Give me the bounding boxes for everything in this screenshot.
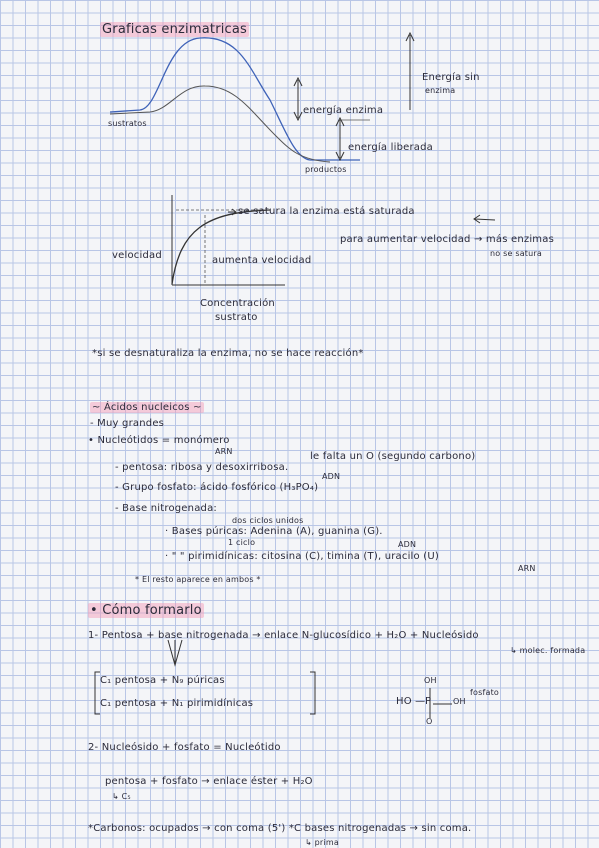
- arrow-down: [167, 639, 183, 667]
- box-line-puricas: C₁ pentosa + N₉ púricas: [100, 675, 225, 686]
- label-adn-1: ADN: [322, 472, 341, 481]
- saturation-curve: [171, 209, 271, 285]
- ester-equation: pentosa + fosfato → enlace éster + H₂O: [105, 776, 313, 787]
- phosphate-oh-top: OH: [424, 676, 437, 685]
- note-resto: * El resto aparece en ambos *: [135, 575, 261, 584]
- label-concentracion: Concentración: [200, 298, 275, 309]
- curve-with-enzyme: [109, 85, 331, 163]
- label-enzima: enzima: [425, 86, 456, 95]
- label-energia-sin: Energía sin: [422, 72, 480, 83]
- label-energia-enzima: energía enzima: [303, 105, 384, 116]
- graph1-title: Graficas enzimatricas: [100, 22, 250, 37]
- label-para-aumentar: para aumentar velocidad → más enzimas: [340, 234, 554, 245]
- curve-without-enzyme: [109, 37, 360, 161]
- label-molec-formada: ↳ molec. formada: [510, 646, 586, 655]
- phosphate-o: O: [426, 717, 433, 726]
- note-desnaturaliza: *si se desnaturaliza la enzima, no se ha…: [92, 348, 364, 359]
- right-bracket: [310, 671, 316, 715]
- label-no-se-satura: no se satura: [490, 249, 543, 258]
- label-fosfato: fosfato: [470, 688, 500, 697]
- label-productos: productos: [305, 165, 347, 174]
- line-nucleotidos: • Nucleótidos = monómero: [88, 435, 230, 446]
- step2-equation: 2- Nucleósido + fosfato = Nucleótido: [88, 742, 281, 753]
- line-muy-grandes: - Muy grandes: [90, 418, 165, 429]
- step1-equation: 1- Pentosa + base nitrogenada → enlace N…: [88, 630, 479, 641]
- line-falta-o: le falta un O (segundo carbono): [310, 451, 476, 462]
- section-title-acidos: ~ Ácidos nucleicos ~: [90, 402, 204, 413]
- footer-note: *Carbonos: ocupados → con coma (5') *C b…: [88, 823, 472, 834]
- line-grupo-fosfato: - Grupo fosfato: ácido fosfórico (H₃PO₄): [115, 482, 319, 493]
- line-bases-puricas: · Bases púricas: Adenina (A), guanina (G…: [165, 526, 383, 537]
- box-line-pirimidinicas: C₁ pentosa + N₁ pirimidínicas: [100, 698, 254, 709]
- label-sustratos: sustratos: [108, 119, 147, 128]
- label-arn-2: ARN: [518, 564, 536, 573]
- label-energia-liberada: energía liberada: [348, 142, 433, 153]
- phosphate-oh-right: OH: [453, 697, 466, 706]
- label-un-ciclo: 1 ciclo: [228, 538, 256, 547]
- label-c5: ↳ C₅: [112, 792, 131, 801]
- label-arn-1: ARN: [215, 447, 233, 456]
- line-base-nitrogenada: - Base nitrogenada:: [115, 503, 217, 514]
- label-saturada: se satura la enzima está saturada: [238, 206, 415, 217]
- phosphate-p: P: [425, 696, 432, 707]
- label-dos-ciclos: dos ciclos unidos: [232, 516, 304, 525]
- phosphate-ho: HO —: [396, 696, 426, 707]
- label-aumenta: aumenta velocidad: [212, 255, 312, 266]
- label-adn-2: ADN: [398, 540, 417, 549]
- line-pentosa: - pentosa: ribosa y desoxirribosa.: [115, 462, 289, 473]
- left-bracket: [94, 671, 100, 715]
- label-sustrato: sustrato: [215, 312, 258, 323]
- label-prima: ↳ prima: [305, 838, 339, 847]
- line-pirimidinicas: · " " pirimidínicas: citosina (C), timin…: [165, 551, 439, 562]
- label-velocidad: velocidad: [112, 250, 162, 261]
- section-title-formarlo: • Cómo formarlo: [88, 603, 204, 618]
